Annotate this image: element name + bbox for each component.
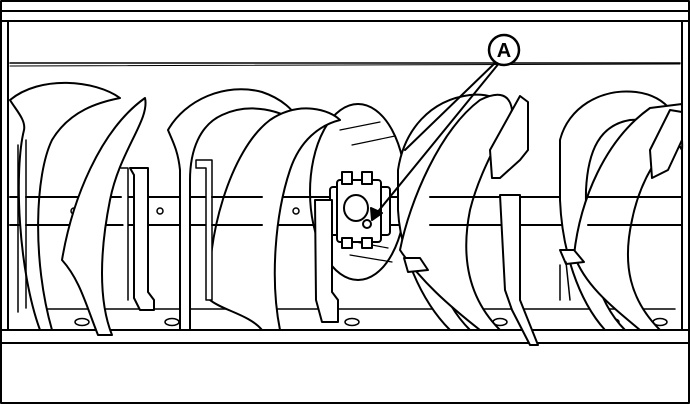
trough-holes	[74, 317, 668, 327]
callout-leader	[370, 61, 501, 221]
housing	[0, 10, 690, 344]
auger-shaft-front	[25, 196, 641, 226]
coupling-block	[329, 171, 391, 249]
auger-flights	[9, 81, 684, 346]
callout-a-label: A	[497, 40, 511, 62]
callout-a: A	[487, 33, 521, 67]
